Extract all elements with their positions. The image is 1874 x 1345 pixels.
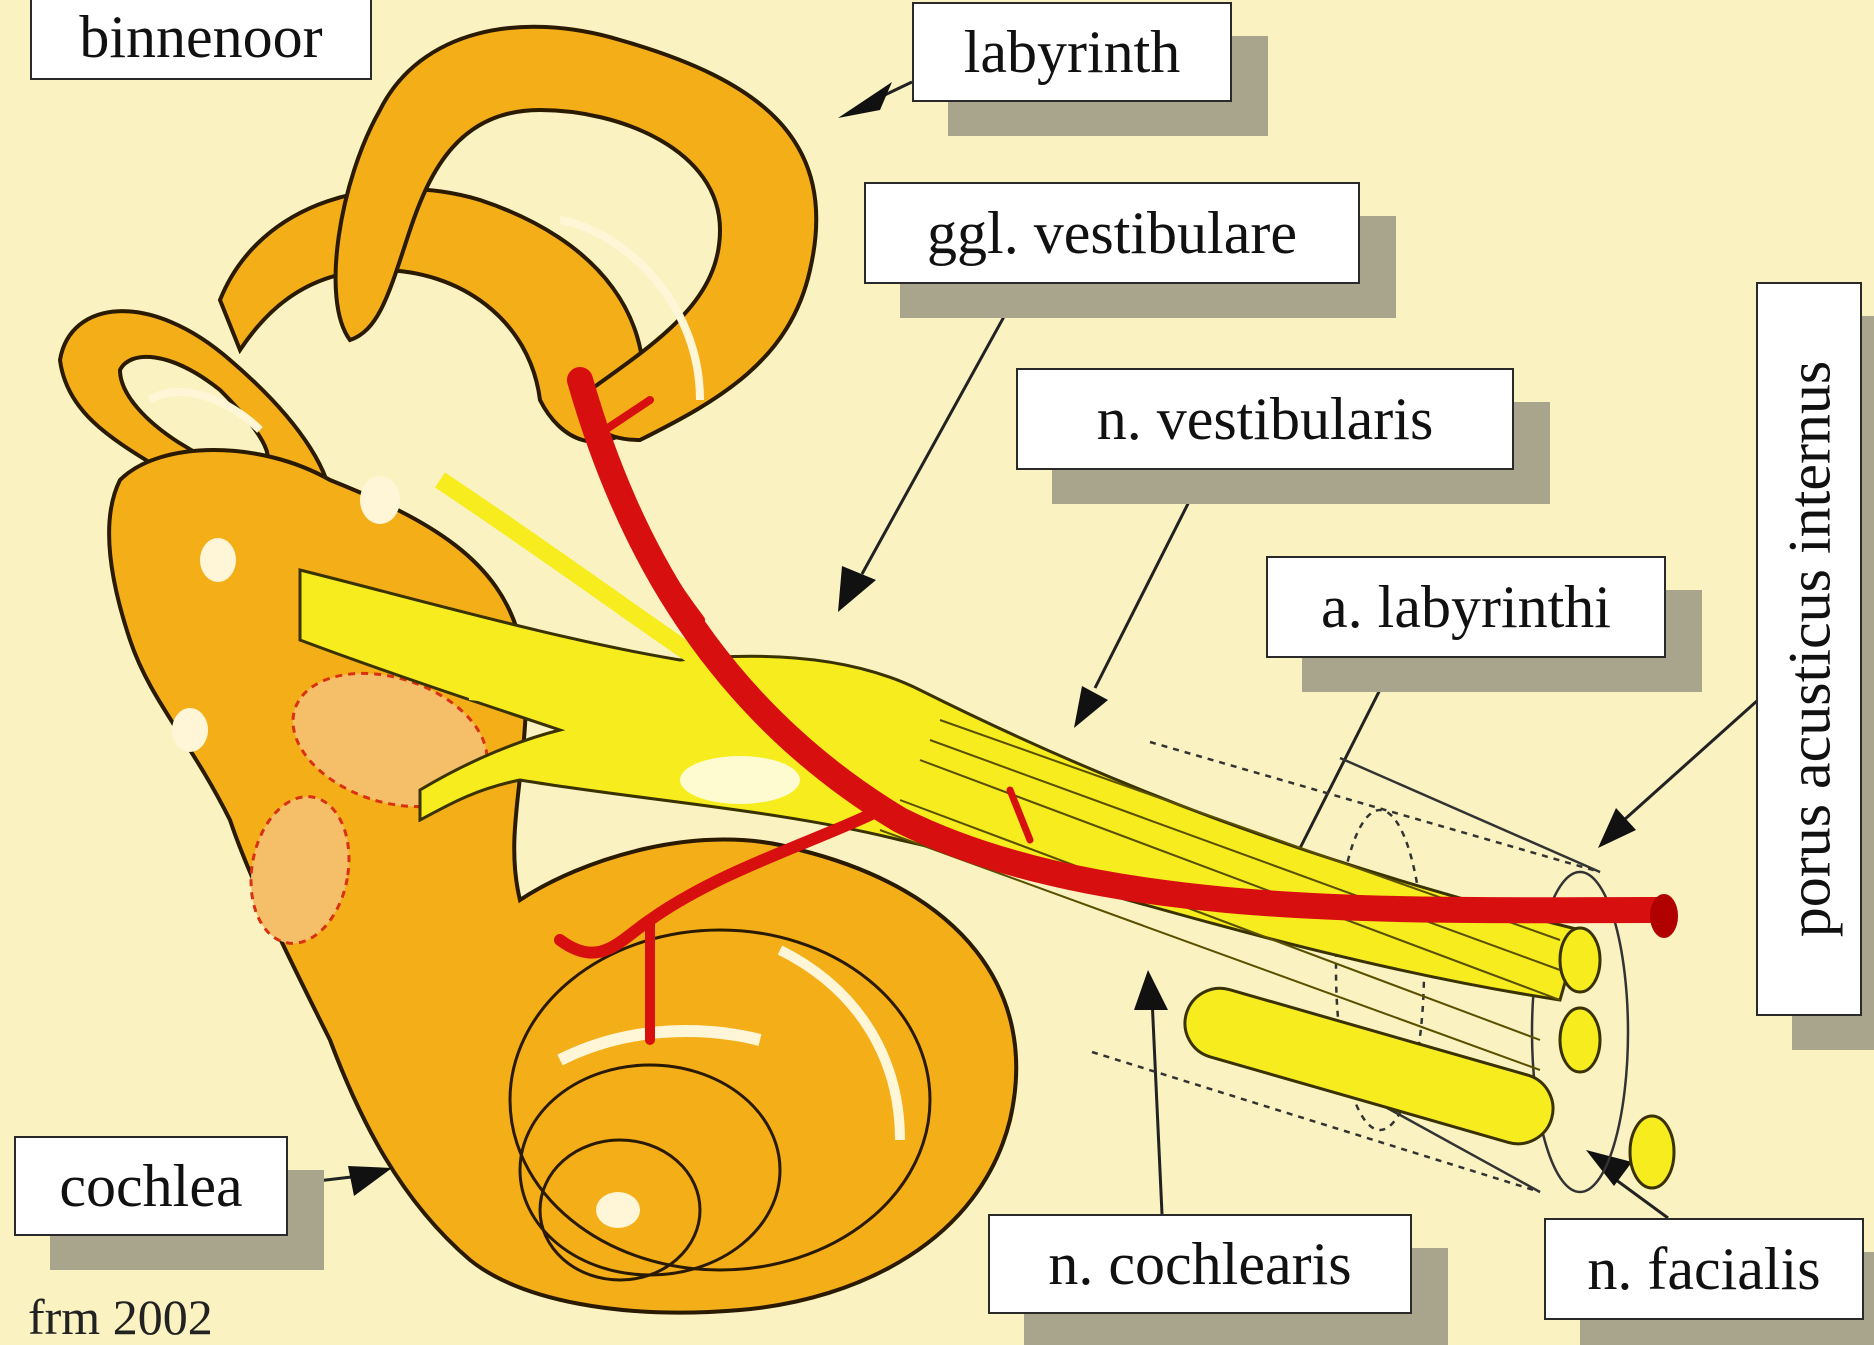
label-n-facialis: n. facialis (1544, 1218, 1864, 1320)
label-labyrinth-text: labyrinth (964, 22, 1181, 82)
label-n-cochlearis-text: n. cochlearis (1048, 1234, 1351, 1294)
label-porus-acusticus-internus: porus acusticus internus (1756, 282, 1862, 1016)
credit-text: frm 2002 (28, 1292, 213, 1342)
label-a-labyrinthi-text: a. labyrinthi (1321, 577, 1611, 637)
artery-end (1650, 894, 1678, 938)
label-porus-acusticus-internus-text: porus acusticus internus (1779, 361, 1839, 938)
label-ggl-vestibulare: ggl. vestibulare (864, 182, 1360, 284)
label-cochlea: cochlea (14, 1136, 288, 1236)
ganglion-highlight (680, 756, 800, 804)
label-ggl-vestibulare-text: ggl. vestibulare (927, 203, 1297, 263)
label-n-vestibularis-text: n. vestibularis (1097, 389, 1434, 449)
label-n-facialis-text: n. facialis (1587, 1239, 1820, 1299)
label-n-cochlearis: n. cochlearis (988, 1214, 1412, 1314)
label-n-vestibularis: n. vestibularis (1016, 368, 1514, 470)
label-cochlea-text: cochlea (59, 1156, 242, 1216)
label-a-labyrinthi: a. labyrinthi (1266, 556, 1666, 658)
label-labyrinth: labyrinth (912, 2, 1232, 102)
label-binnenoor: binnenoor (30, 0, 372, 80)
label-binnenoor-text: binnenoor (79, 7, 322, 67)
